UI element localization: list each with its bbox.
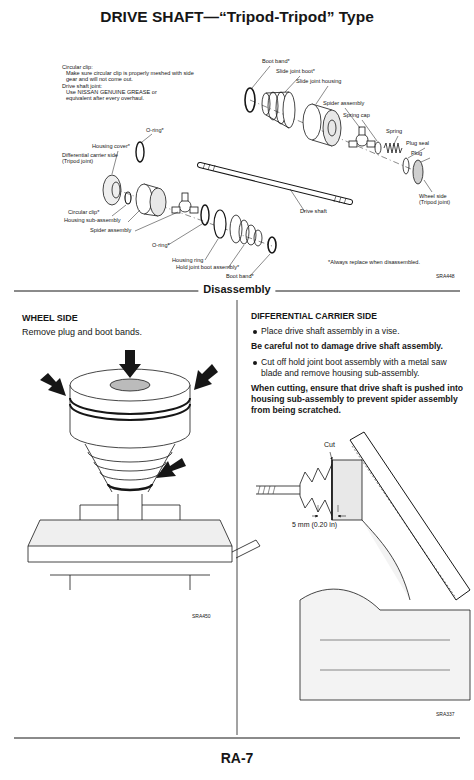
part-label: O-ring*	[152, 242, 192, 248]
part-label: SRA337	[436, 712, 470, 718]
part-label: Differential carrier side (Tripod joint)	[62, 152, 124, 165]
part-label: 5 mm (0.20 in)	[292, 521, 362, 529]
part-label: *Always replace when disassembled.	[328, 259, 448, 265]
instruction-note: Be careful not to damage drive shaft ass…	[251, 341, 465, 352]
part-label: Plug	[411, 150, 451, 156]
instruction-note: When cutting, ensure that drive shaft is…	[251, 383, 465, 417]
part-label: Spring	[386, 128, 436, 134]
part-label: Spider assembly	[90, 227, 150, 233]
text-column: DIFFERENTIAL CARRIER SIDE Place drive sha…	[251, 311, 465, 420]
instruction-note: DIFFERENTIAL CARRIER SIDE	[251, 311, 465, 322]
instruction-step: Place drive shaft assembly in a vise.	[251, 326, 465, 337]
part-label: Housing cover*	[92, 143, 152, 149]
part-label: Boot band*	[226, 273, 276, 279]
section-heading: RA-7	[0, 750, 474, 766]
part-label: Circular clip*	[68, 209, 128, 215]
part-label: SRA450	[192, 614, 226, 620]
part-label: Make sure circular clip is properly mesh…	[66, 70, 198, 83]
part-label: Spider assembly	[323, 100, 403, 106]
part-label: Housing sub-assembly	[64, 217, 140, 223]
section-heading: Remove plug and boot bands.	[22, 327, 222, 337]
section-heading: WHEEL SIDE	[22, 313, 222, 323]
part-label: Plug seal	[406, 140, 456, 146]
part-label: SRA448	[436, 274, 470, 280]
section-heading: Disassembly	[198, 283, 275, 296]
part-label: Drive shaft	[300, 208, 360, 214]
part-label: O-ring*	[146, 127, 196, 133]
part-label: Cut	[324, 441, 354, 449]
page-title: DRIVE SHAFT—“Tripod-Tripod” Type	[0, 8, 474, 26]
part-label: Boot band*	[262, 58, 342, 64]
part-label: Spring cap	[343, 112, 403, 118]
part-label: Wheel side (Tripod joint)	[419, 193, 463, 206]
part-label: Drive shaft joint:	[62, 83, 232, 89]
instruction-step: Cut off hold joint boot assembly with a …	[251, 357, 465, 379]
part-label: Use NISSAN GENUINE GREASE or equivalent …	[66, 89, 166, 102]
part-label: Hold joint boot assembly*	[176, 264, 266, 270]
part-label: Circular clip:	[62, 64, 232, 70]
part-label: Slide joint housing	[296, 78, 376, 84]
part-label: Housing ring	[172, 257, 222, 263]
part-label: Slide joint boot*	[276, 68, 356, 74]
